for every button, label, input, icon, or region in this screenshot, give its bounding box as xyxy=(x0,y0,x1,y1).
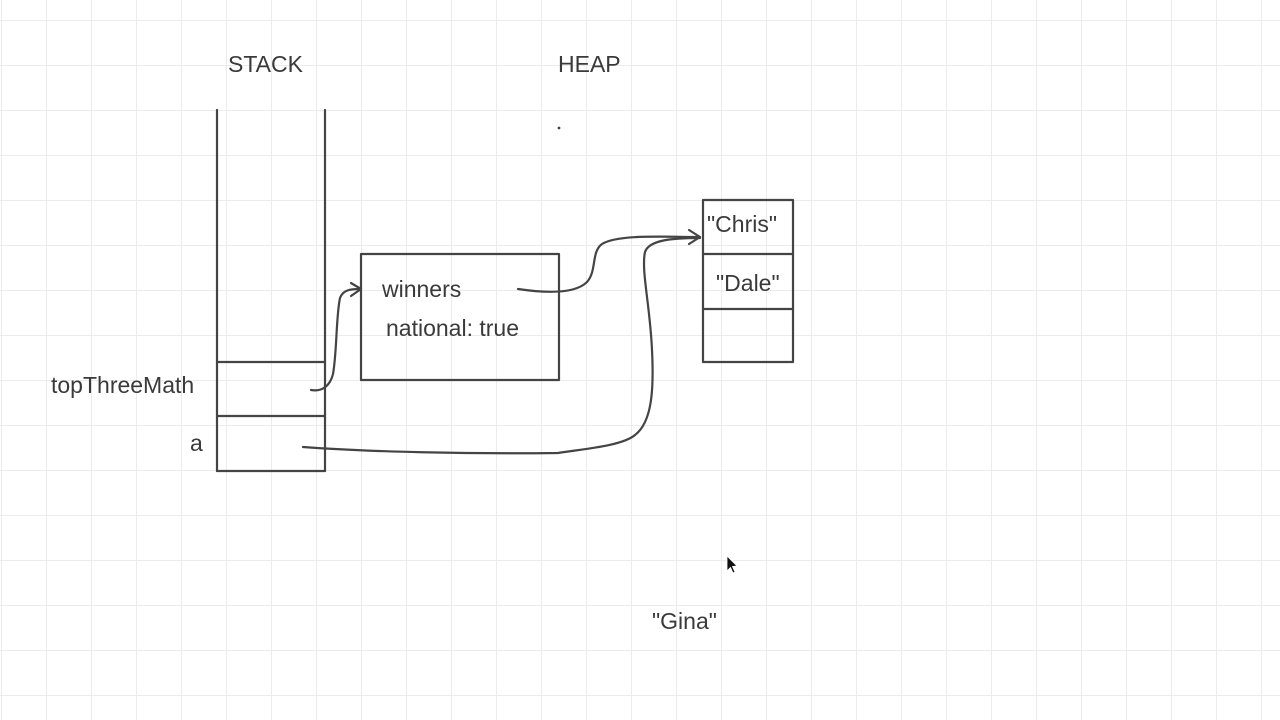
stack-heading: STACK xyxy=(228,51,303,77)
heap-loose-value-gina: "Gina" xyxy=(652,608,717,634)
heap-array-element-1: "Dale" xyxy=(716,270,780,296)
heap-object-field-national: national: true xyxy=(386,315,519,341)
reference-arrow-winners xyxy=(516,235,702,293)
heap-object-box xyxy=(359,252,561,382)
heap-array-box xyxy=(701,198,795,364)
reference-arrow-topthreemath xyxy=(309,287,362,392)
mouse-cursor-icon xyxy=(726,555,738,574)
stack-variable-a: a xyxy=(190,430,203,456)
stack-variable-topthreemath: topThreeMath xyxy=(51,372,195,398)
reference-arrow-a xyxy=(301,236,702,455)
stray-dot xyxy=(557,126,561,130)
arrowhead-topthreemath xyxy=(349,281,363,298)
heap-object-field-winners: winners xyxy=(382,276,462,302)
heap-heading: HEAP xyxy=(558,51,621,77)
heap-array-element-0: "Chris" xyxy=(707,211,777,237)
